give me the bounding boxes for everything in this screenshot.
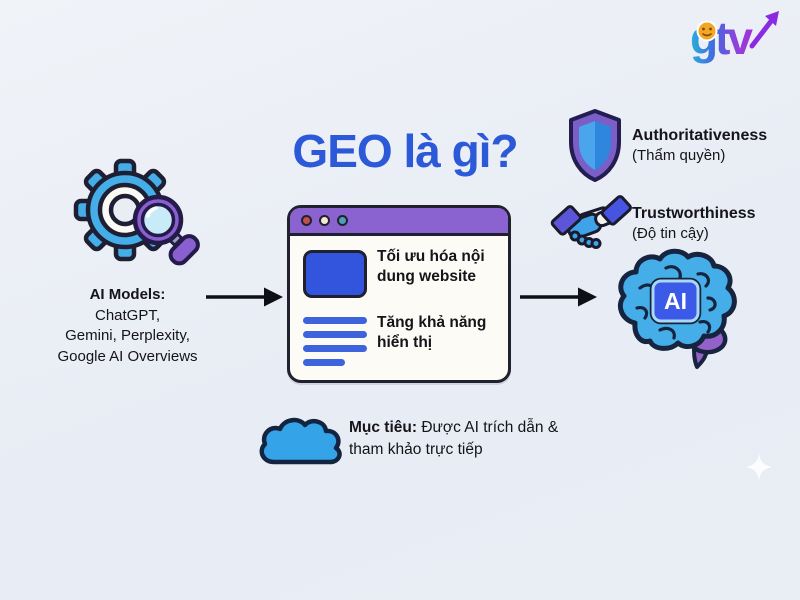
trustworthiness-badge: Trustworthiness (Độ tin cậy): [632, 203, 792, 244]
content-thumbnail: [303, 250, 367, 298]
shield-icon: [569, 109, 621, 182]
ai-models-line: Google AI Overviews: [57, 348, 198, 366]
ai-chip-label: AI: [664, 288, 687, 314]
benefit-text-2: Tăng khả năng hiển thị: [377, 314, 487, 351]
placeholder-bar: [303, 345, 367, 352]
browser-window-illustration: Tối ưu hóa nội dung website Tăng khả năn…: [287, 205, 511, 383]
gear-search-icon: [73, 158, 200, 266]
placeholder-bar: [303, 359, 345, 366]
chip-outline: [649, 277, 702, 325]
browser-title-bar: [290, 208, 508, 236]
placeholder-bar: [303, 317, 367, 324]
magnifier-icon: [132, 194, 200, 266]
placeholder-bar: [303, 331, 367, 338]
browser-body: Tối ưu hóa nội dung website Tăng khả năn…: [290, 236, 508, 366]
ai-models-line: Gemini, Perplexity,: [65, 327, 190, 345]
logo-arrow-icon: [749, 17, 775, 49]
goal-prefix: Mục tiêu:: [349, 419, 418, 436]
window-control-red: [301, 215, 312, 226]
window-control-cream: [319, 215, 330, 226]
logo-chat-bubble-icon: [696, 20, 718, 42]
goal-body: Được AI trích dẫn & tham khảo trực tiếp: [349, 419, 559, 458]
flow-arrow-left-icon: [206, 287, 283, 307]
benefit-text-1: Tối ưu hóa nội dung website: [377, 248, 485, 285]
badge-label: Authoritativeness: [632, 127, 768, 144]
ai-chip: [651, 279, 700, 323]
authoritativeness-badge: Authoritativeness (Thẩm quyền): [632, 125, 792, 166]
window-control-teal: [337, 215, 348, 226]
badge-sublabel: (Độ tin cậy): [632, 225, 709, 243]
text-placeholder-bars: [303, 317, 367, 366]
sparkle-icon: [746, 453, 772, 481]
logo-arrowhead: [765, 11, 779, 26]
gtv-logo: gtv: [690, 11, 779, 64]
goal-text: Mục tiêu: Được AI trích dẫn & tham khảo …: [349, 417, 573, 461]
ai-models-block: AI Models: ChatGPT, Gemini, Perplexity, …: [20, 285, 235, 368]
ai-models-heading: AI Models:: [89, 286, 166, 303]
flow-arrow-right-icon: [520, 287, 597, 307]
ai-models-line: ChatGPT,: [94, 306, 161, 324]
cloud-icon: [259, 417, 342, 465]
ai-brain-icon: AI: [618, 248, 737, 369]
page-title: GEO là gì?: [292, 125, 518, 177]
badge-label: Trustworthiness: [632, 205, 756, 222]
handshake-icon: [550, 195, 632, 249]
badge-sublabel: (Thẩm quyền): [632, 147, 726, 165]
